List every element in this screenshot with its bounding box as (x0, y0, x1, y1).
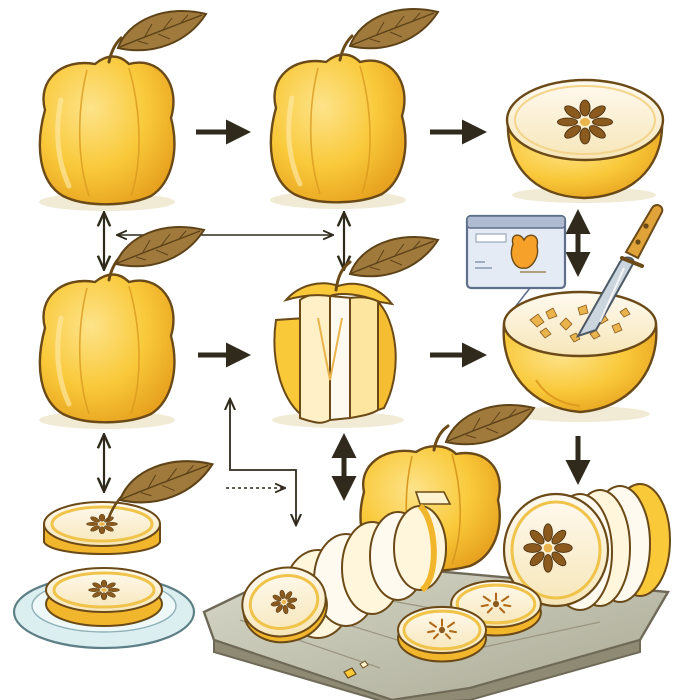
slices-on-board-step (202, 404, 671, 700)
leaf-icon (117, 10, 207, 52)
halved-quince-step (505, 78, 665, 203)
slices-on-plate-step (12, 460, 214, 650)
leaf-icon (445, 404, 535, 446)
knife-icon (575, 204, 664, 338)
seed-cluster-icon (556, 99, 614, 145)
whole-quince-step-2 (270, 8, 439, 209)
whole-quince-step-1 (39, 10, 207, 211)
whole-quince-step-3 (39, 226, 205, 429)
monitor-icon (465, 214, 567, 317)
leaf-icon (349, 8, 439, 50)
segmented-quince-step (272, 236, 439, 428)
leaf-icon (349, 236, 439, 278)
elbow-arrow-icon (230, 400, 296, 524)
cored-quince-step (502, 204, 664, 422)
leaf-icon (118, 460, 214, 504)
leaf-icon (115, 226, 205, 268)
